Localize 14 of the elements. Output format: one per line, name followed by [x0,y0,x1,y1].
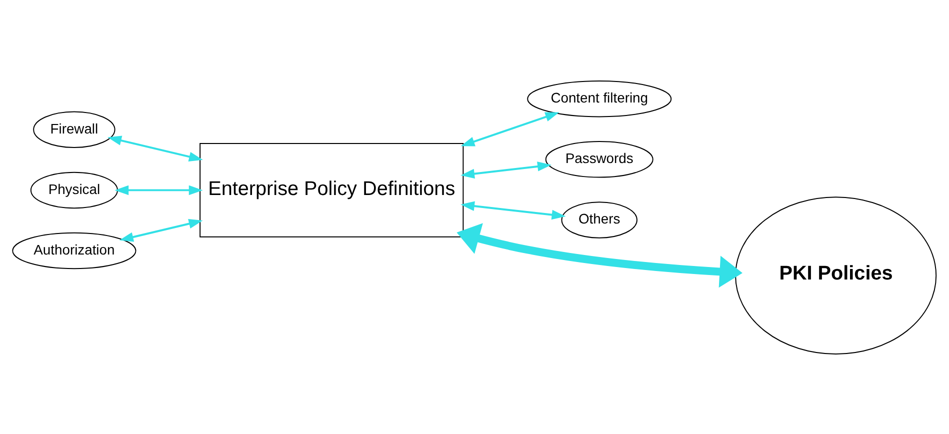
node-box: Enterprise Policy Definitions [200,142,464,237]
node-ellipse: Others [561,201,638,238]
arrow [460,200,566,220]
arrow [460,112,560,146]
node-ellipse: Firewall [33,110,116,148]
arrow [456,222,742,288]
arrow [119,218,203,242]
arrow [114,184,203,195]
arrow [108,135,203,161]
arrow [460,161,552,178]
node-ellipse: PKI Policies [735,196,937,354]
node-ellipse: Physical [30,171,118,208]
node-ellipse: Content filtering [527,80,672,117]
node-ellipse: Passwords [545,140,654,178]
